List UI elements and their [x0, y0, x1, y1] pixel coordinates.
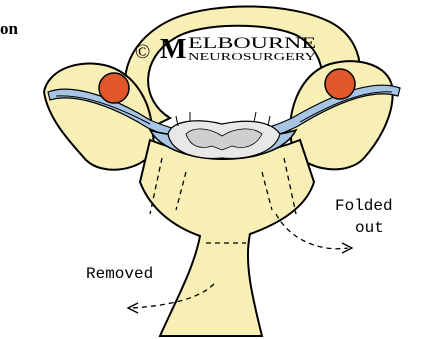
right-facet: [325, 69, 355, 99]
watermark-line1: ELBOURNE: [188, 35, 316, 52]
heading-fragment: on: [0, 19, 19, 38]
copyright-symbol: ©: [135, 41, 150, 63]
left-facet: [99, 73, 129, 103]
watermark-initial: M: [160, 34, 186, 65]
watermark-line2: NEUROSURGERY: [188, 52, 316, 63]
removed-label: Removed: [86, 265, 153, 283]
folded-label-line1: Folded: [335, 197, 393, 215]
folded-out-arrow: [276, 214, 348, 249]
vertebral-body: [140, 140, 314, 336]
folded-label-line2: out: [355, 219, 384, 237]
watermark: © M ELBOURNE NEUROSURGERY: [135, 34, 316, 65]
